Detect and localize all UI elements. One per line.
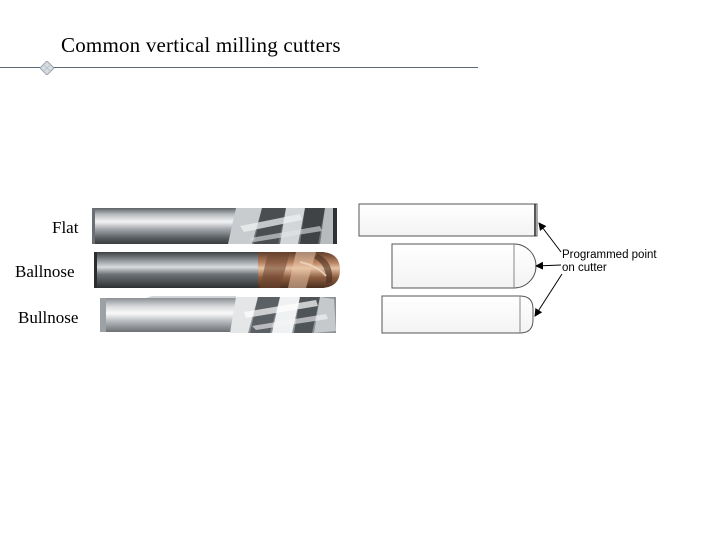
cutter-label-flat: Flat (52, 218, 79, 237)
flat-cutter-profile (358, 203, 538, 237)
diamond-bullet-icon (40, 61, 54, 75)
ballnose-end-mill-image (94, 252, 340, 288)
callout-line-1: Programmed point (562, 249, 657, 261)
ballnose-cutter-profile (391, 243, 537, 289)
slide-title: Common vertical milling cutters (61, 33, 341, 57)
cutter-label-ballnose: Ballnose (15, 262, 75, 281)
title-divider (0, 67, 478, 68)
bullnose-end-mill-image (100, 296, 336, 333)
programmed-point-callout: Programmed point on cutter (562, 249, 692, 275)
flat-end-mill-image (92, 208, 337, 244)
cutter-label-bullnose: Bullnose (18, 308, 79, 327)
callout-arrows (534, 222, 563, 317)
callout-line-2: on cutter (562, 262, 607, 274)
bullnose-cutter-profile (381, 295, 534, 334)
